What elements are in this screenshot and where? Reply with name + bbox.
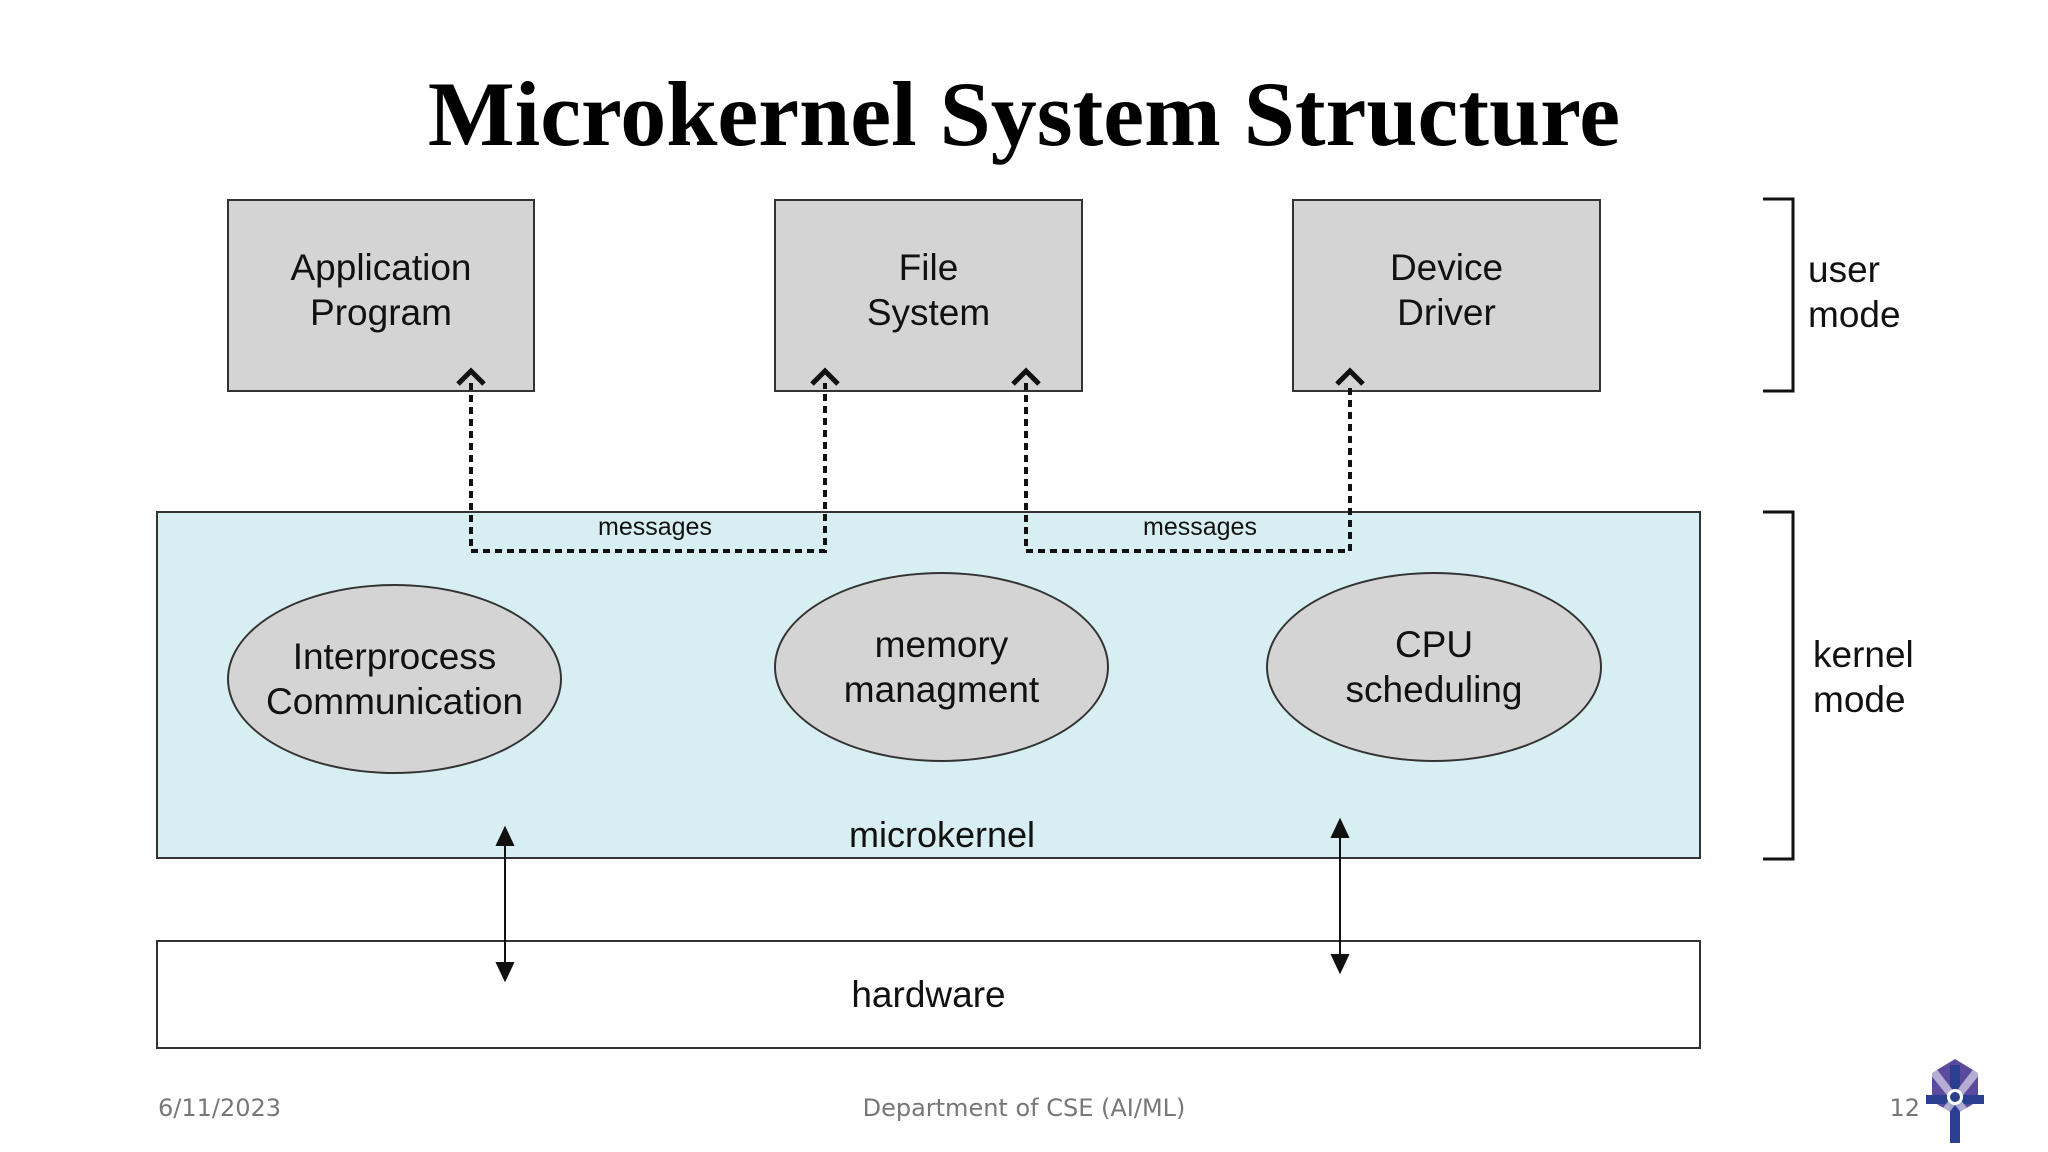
device-driver-box: Device Driver [1292,199,1601,392]
microkernel-label: microkernel [848,814,1036,855]
messages-label-left: messages [598,513,712,541]
application-program-box: Application Program [227,199,535,392]
kernel-mode-label: kernel mode [1813,634,1914,720]
arrowhead-application-icon [456,367,486,386]
cpu-scheduling-ellipse: CPU scheduling [1266,572,1602,762]
dotted-message-path-right [1024,383,1352,553]
device-driver-label: Device Driver [1389,247,1504,333]
messages-label-right: messages [1143,513,1257,541]
dotted-message-path-left [469,383,827,553]
file-system-box: File System [774,199,1083,392]
arrow-down-right-icon [1330,954,1350,975]
file-system-label: File System [866,247,991,333]
arrow-down-left-icon [495,962,515,983]
memory-management-ellipse: memory managment [774,572,1109,762]
footer-page-number: 12 [1889,1094,1920,1122]
footer-department: Department of CSE (AI/ML) [862,1094,1186,1122]
footer-date: 6/11/2023 [158,1094,282,1122]
interprocess-communication-label: Interprocess Communication [265,636,524,722]
user-mode-bracket [1763,197,1795,393]
arrow-up-left-icon [495,825,515,846]
kernel-mode-bracket [1763,510,1795,861]
hardware-box: hardware [156,940,1701,1049]
arrow-up-right-icon [1330,817,1350,838]
user-mode-label: user mode [1808,249,1901,335]
arrowhead-device-driver-icon [1335,367,1365,386]
interprocess-communication-ellipse: Interprocess Communication [227,584,562,774]
slide-title: Microkernel System Structure [427,63,1621,165]
institution-logo-icon [1926,1059,1984,1143]
memory-management-label: memory managment [843,624,1040,710]
cpu-scheduling-label: CPU scheduling [1345,624,1523,710]
application-program-label: Application Program [290,247,472,333]
arrowhead-file-system-right-icon [1011,367,1041,386]
arrowhead-file-system-left-icon [810,367,840,386]
hardware-label: hardware [851,973,1006,1015]
